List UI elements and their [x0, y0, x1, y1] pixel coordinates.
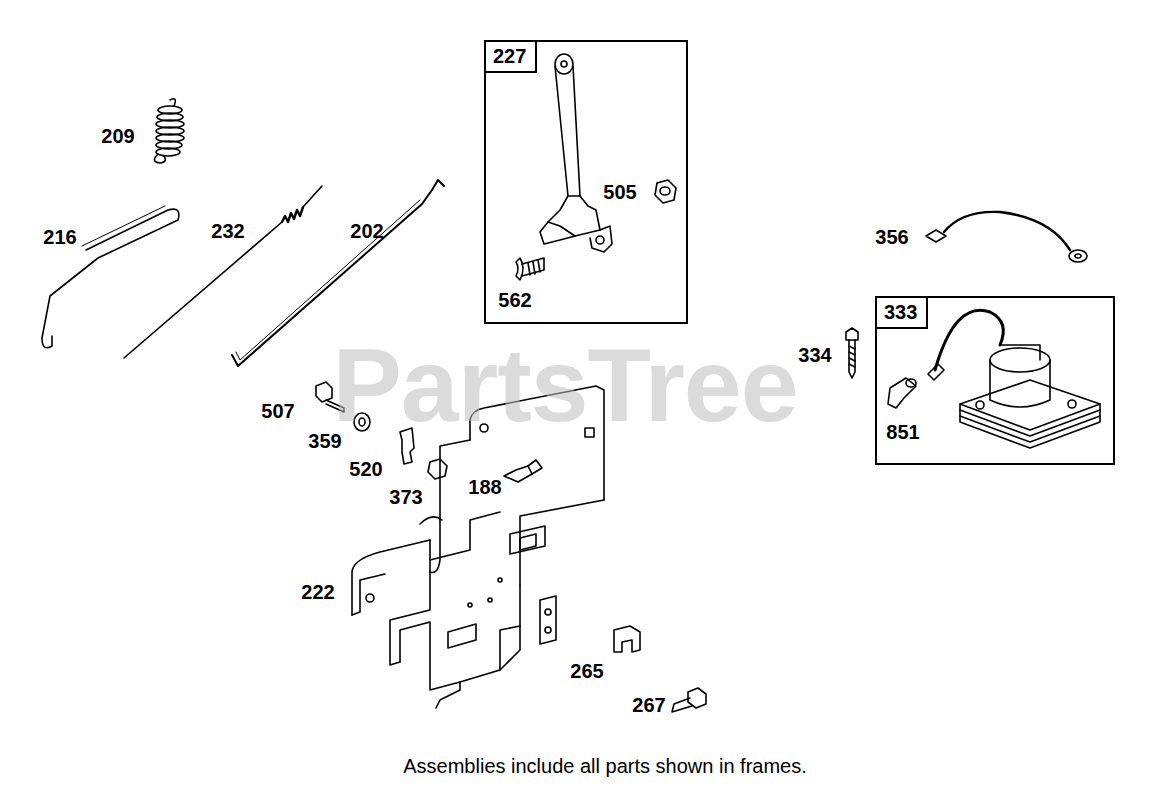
cable-clamp — [614, 626, 640, 652]
hex-nut — [655, 180, 676, 203]
callout-number: 232 — [211, 220, 244, 242]
screw — [846, 328, 858, 378]
callout-number: 202 — [350, 220, 383, 242]
assembly-frame: 227 — [484, 40, 688, 324]
callout-number: 267 — [632, 694, 665, 716]
assembly-number: 333 — [877, 298, 928, 329]
spring-link — [124, 186, 322, 358]
callout-number: 562 — [498, 289, 531, 311]
callout-number: 356 — [875, 226, 908, 248]
hex-nut — [428, 459, 447, 479]
callout-number: 216 — [43, 226, 76, 248]
screw — [516, 258, 544, 280]
spark-plug-boot — [888, 378, 916, 408]
callout-number: 222 — [301, 581, 334, 603]
assembly-number: 227 — [486, 42, 537, 73]
governor-link — [42, 209, 179, 348]
callout-number: 520 — [349, 458, 382, 480]
ignition-coil — [928, 310, 1100, 448]
spring — [154, 99, 184, 163]
ground-wire — [926, 212, 1087, 262]
callout-number: 507 — [261, 400, 294, 422]
callout-number: 265 — [570, 660, 603, 682]
caption: Assemblies include all parts shown in fr… — [403, 755, 807, 778]
watermark: PartsTree — [332, 326, 797, 445]
screw — [672, 688, 706, 712]
callout-number: 334 — [798, 344, 831, 366]
screw — [504, 460, 542, 482]
callout-number: 188 — [468, 476, 501, 498]
callout-number: 209 — [101, 125, 134, 147]
callout-number: 505 — [603, 181, 636, 203]
callout-number: 373 — [389, 486, 422, 508]
governor-link — [82, 206, 165, 246]
callout-number: 851 — [886, 421, 919, 443]
control-lever — [540, 54, 612, 252]
